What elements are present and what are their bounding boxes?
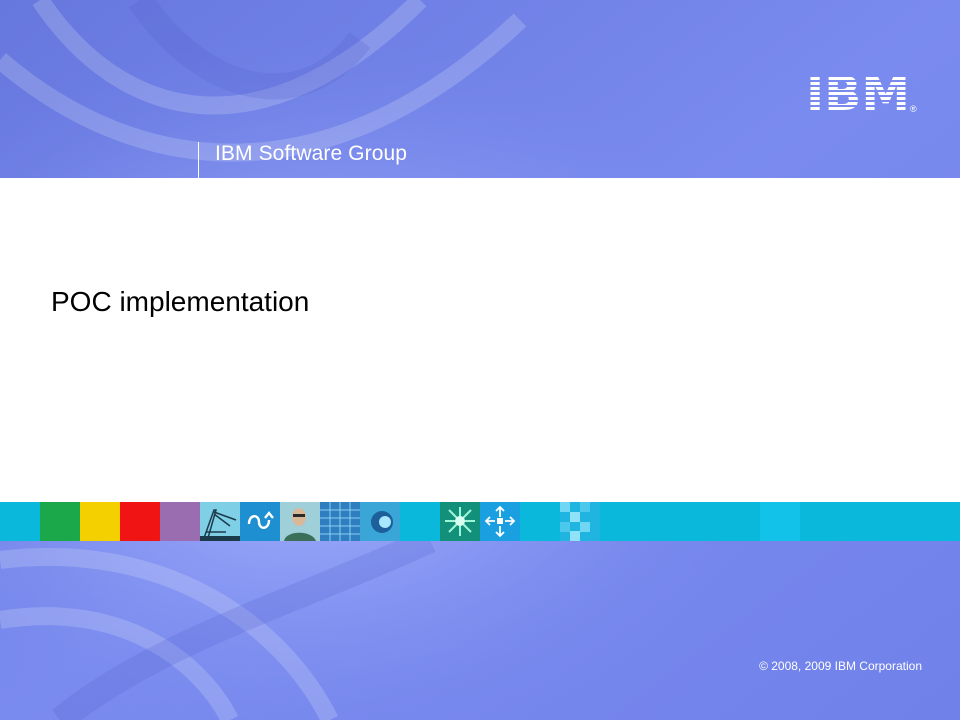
cycle-arrows-icon: [240, 502, 280, 541]
crane-photo-tile: [200, 502, 240, 541]
slide-title: POC implementation: [51, 286, 310, 317]
spiral-tile: [360, 502, 400, 541]
data-grid-tile: [320, 502, 360, 541]
title-content-area: [0, 178, 960, 502]
ibm-logo-icon: IBM: [806, 72, 910, 110]
color-tile-red: [120, 502, 160, 541]
color-tile-purple: [160, 502, 200, 541]
header-divider: [198, 142, 199, 178]
group-title: IBM Software Group: [215, 142, 408, 165]
registered-mark: ®: [910, 104, 917, 114]
strip-highlight-tile: [760, 502, 800, 541]
color-tile-yellow: [80, 502, 120, 541]
copyright-notice: © 2008, 2009 IBM Corporation: [759, 659, 922, 673]
starburst-icon: [440, 502, 480, 541]
person-photo-tile: [280, 502, 320, 541]
pixel-blocks-tile: [560, 502, 600, 541]
image-tile-strip: [0, 502, 960, 541]
move-arrows-icon: [480, 502, 520, 541]
color-tile-green: [40, 502, 80, 541]
